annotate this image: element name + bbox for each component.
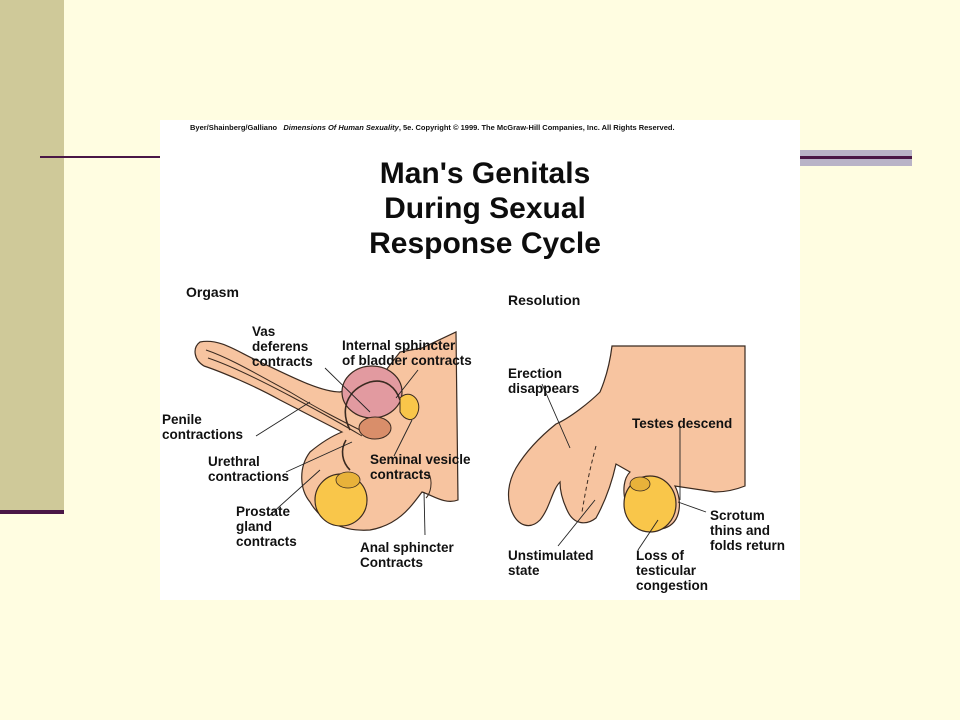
label-line: Anal sphincter — [360, 540, 454, 555]
section-title-resolution: Resolution — [508, 292, 581, 308]
title-line-2: During Sexual — [384, 192, 586, 225]
anal-sphincter — [425, 471, 432, 499]
diagram-figure: Byer/Shainberg/Galliano Dimensions Of Hu… — [160, 120, 800, 600]
bladder — [341, 365, 403, 419]
vas-deferens-lower — [341, 439, 351, 471]
label-line: gland — [236, 519, 272, 534]
label-line: Scrotum — [710, 508, 765, 523]
label-line: testicular — [636, 563, 697, 578]
left-accent-rule — [0, 510, 64, 514]
label-penile-contractions: Penile contractions — [162, 412, 243, 442]
label-seminal-vesicle: Seminal vesicle contracts — [370, 452, 471, 482]
label-line: Penile — [162, 412, 202, 427]
epididymis-orgasm — [335, 471, 361, 489]
anatomy-illustration — [194, 331, 746, 551]
label-line: Loss of — [636, 548, 685, 563]
body-outline-resolution — [507, 345, 746, 531]
copyright-line: Byer/Shainberg/Galliano Dimensions Of Hu… — [190, 123, 675, 132]
label-line: contractions — [162, 427, 244, 442]
label-urethral-contractions: Urethral contractions — [208, 454, 289, 484]
label-unstimulated-state: Unstimulated state — [508, 548, 594, 578]
label-anal-sphincter: Anal sphincter Contracts — [360, 540, 454, 570]
label-line: thins and — [710, 523, 770, 538]
copyright-authors: Byer/Shainberg/Galliano — [190, 123, 278, 132]
label-line: contracts — [252, 354, 313, 369]
label-line: disappears — [508, 381, 580, 396]
label-line: Internal sphincter — [342, 338, 456, 353]
title-line-1: Man's Genitals — [379, 157, 591, 190]
prostate-gland — [358, 416, 392, 440]
label-line: Testes descend — [632, 416, 733, 431]
label-vas-deferens: Vas deferens contracts — [252, 324, 313, 369]
label-line: state — [508, 563, 540, 578]
label-line: Urethral — [208, 454, 260, 469]
seminal-vesicle — [399, 393, 420, 420]
copyright-book-title: Dimensions Of Human Sexuality — [283, 123, 399, 132]
urethra-line — [205, 349, 361, 431]
vas-deferens — [344, 380, 401, 431]
label-line: contracts — [370, 467, 431, 482]
orgasm-anatomy — [194, 331, 459, 531]
label-line: of bladder contracts — [342, 353, 472, 368]
title-rule-right-line — [800, 156, 912, 159]
label-internal-sphincter: Internal sphincter of bladder contracts — [342, 338, 472, 368]
label-loss-of-congestion: Loss of testicular congestion — [636, 548, 708, 593]
label-line: folds return — [710, 538, 786, 553]
left-accent-band — [0, 0, 64, 510]
label-line: Contracts — [360, 555, 424, 570]
diagram-title: Man's Genitals During Sexual Response Cy… — [160, 156, 810, 261]
penile-shaft-line — [207, 357, 363, 437]
label-line: Seminal vesicle — [370, 452, 471, 467]
label-scrotum: Scrotum thins and folds return — [710, 508, 785, 553]
label-line: contracts — [236, 534, 297, 549]
label-line: Vas — [252, 324, 276, 339]
label-testes-descend: Testes descend — [632, 416, 732, 431]
epididymis-resolution — [629, 476, 651, 492]
label-prostate-gland: Prostate gland contracts — [236, 504, 297, 549]
label-line: congestion — [636, 578, 709, 593]
label-line: contractions — [208, 469, 290, 484]
label-line: Unstimulated — [508, 548, 594, 563]
title-rule-left — [40, 156, 160, 158]
resolution-anatomy — [507, 345, 746, 533]
section-title-orgasm: Orgasm — [186, 284, 239, 300]
copyright-rest: , 5e. Copyright © 1999. The McGraw-Hill … — [398, 123, 675, 132]
label-line: Prostate — [236, 504, 291, 519]
title-line-3: Response Cycle — [369, 227, 601, 260]
label-line: deferens — [252, 339, 309, 354]
label-erection-disappears: Erection disappears — [508, 366, 579, 396]
label-line: Erection — [508, 366, 563, 381]
leader-lines — [251, 357, 707, 551]
